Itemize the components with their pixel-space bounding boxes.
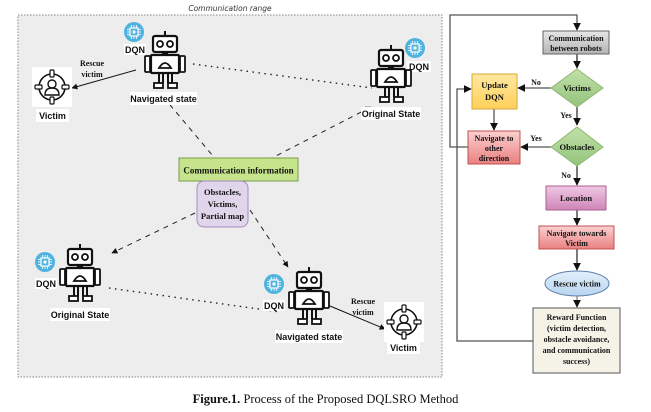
reward-function-node: Reward Function (victim detection, obsta… xyxy=(532,307,621,374)
shared-info-box: Obstacles, Victims, Partial map xyxy=(196,180,249,228)
dqn-label: DQN xyxy=(264,301,284,311)
reward-line-2: (victim detection, xyxy=(547,324,606,333)
robot-state-label: Navigated state xyxy=(130,94,197,104)
dqn-chip-icon xyxy=(34,251,56,273)
location-node: Location xyxy=(545,185,607,211)
comm-link-to-robot-4 xyxy=(249,209,289,268)
victim-label: Victim xyxy=(390,343,417,353)
shared-info-line-3: Partial map xyxy=(201,211,244,221)
robot-state-label: Original State xyxy=(362,109,421,119)
rescue-victim-label: Rescue victim xyxy=(553,280,601,289)
rescue-victim-label-1b: victim xyxy=(81,70,103,79)
robot-1: DQN Navigated state xyxy=(123,21,197,105)
victims-decision-label: Victims xyxy=(563,83,591,93)
robot-3: DQN Original State xyxy=(34,242,110,321)
figure-caption-text: Process of the Proposed DQLSRO Method xyxy=(240,392,459,406)
update-dqn-line-1: Update xyxy=(481,80,508,90)
obstacles-yes-label: Yes xyxy=(530,134,542,143)
victim-target-icon xyxy=(383,301,425,343)
dqn-label: DQN xyxy=(125,45,145,55)
communication-node-line-2: between robots xyxy=(550,44,602,53)
communication-information-box: Communication information xyxy=(178,157,299,182)
dqn-chip-icon xyxy=(123,21,145,43)
navigate-other-line-2: other xyxy=(485,144,504,153)
reward-line-1: Reward Function xyxy=(547,313,607,322)
robot-state-label: Navigated state xyxy=(276,332,343,342)
dqn-label: DQN xyxy=(36,279,56,289)
navigate-towards-line-1: Navigate towards xyxy=(547,229,607,238)
obstacles-decision-label: Obstacles xyxy=(560,142,596,152)
loop-back-edge xyxy=(449,14,581,148)
rescue-victim-label-2a: Rescue xyxy=(351,297,375,306)
communication-range-label: Communication range xyxy=(188,4,272,13)
reward-line-4: and communication xyxy=(543,346,611,355)
victim-2: Victim xyxy=(383,301,425,354)
victim-1: Victim xyxy=(31,66,73,122)
reward-line-3: obstacle avoidance, xyxy=(544,335,610,344)
rescue-victim-label-1a: Rescue xyxy=(80,59,104,68)
navigate-towards-line-2: Victim xyxy=(565,239,588,248)
victims-yes-label: Yes xyxy=(560,111,572,120)
update-dqn-node: Update DQN xyxy=(471,73,518,110)
reward-line-5: success) xyxy=(563,357,590,366)
rescue-victim-node: Rescue victim xyxy=(544,270,610,297)
dqn-label: DQN xyxy=(409,62,429,72)
reward-to-update-edge xyxy=(456,85,533,342)
flowchart: No Yes Yes No Communication between robo… xyxy=(449,14,621,374)
robot-2: DQN Original State xyxy=(361,37,431,120)
figure-caption: Figure.1. Process of the Proposed DQLSRO… xyxy=(0,392,651,407)
rescue-arrow-1 xyxy=(71,69,137,90)
shared-info-line-1: Obstacles, xyxy=(204,187,241,197)
rescue-arrow-2 xyxy=(329,305,386,330)
victims-decision: Victims xyxy=(550,68,604,108)
rescue-victim-label-2b: victim xyxy=(352,308,374,317)
communication-node: Communication between robots xyxy=(542,30,610,55)
communication-node-line-1: Communication xyxy=(548,34,604,43)
location-label: Location xyxy=(560,193,592,203)
obstacles-no-label: No xyxy=(561,171,571,180)
dqn-chip-icon xyxy=(263,273,285,295)
robot-state-label: Original State xyxy=(51,310,110,320)
victim-label: Victim xyxy=(39,111,66,121)
figure-number: Figure.1. xyxy=(192,392,241,406)
navigate-other-direction-node: Navigate to other direction xyxy=(467,130,521,165)
navigate-other-line-1: Navigate to xyxy=(475,134,514,143)
robot-4: DQN Navigated state xyxy=(263,265,343,343)
navigate-other-line-3: direction xyxy=(479,154,510,163)
communication-information-label: Communication information xyxy=(183,166,293,176)
navigate-towards-victim-node: Navigate towards Victim xyxy=(538,225,615,250)
victim-target-icon xyxy=(31,66,73,108)
shared-info-line-2: Victims, xyxy=(208,199,238,209)
dqn-chip-icon xyxy=(404,37,426,59)
peer-link-top xyxy=(192,63,373,89)
victims-no-label: No xyxy=(531,78,541,87)
update-dqn-line-2: DQN xyxy=(485,92,505,102)
obstacles-decision: Obstacles xyxy=(550,126,604,167)
